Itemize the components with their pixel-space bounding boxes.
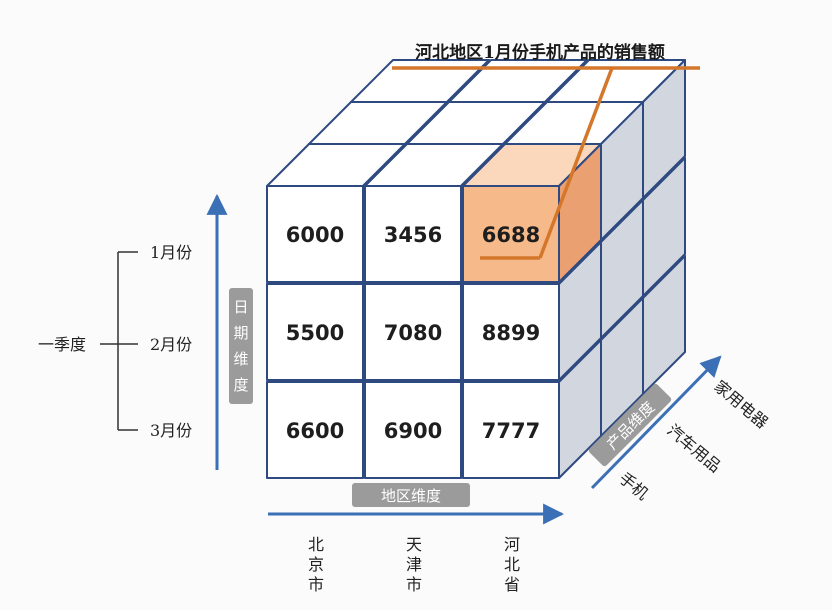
- city-1-char-2: 京: [308, 555, 324, 574]
- city-1-char-1: 北: [308, 535, 324, 554]
- cube-value-r0-c1: 3456: [384, 223, 442, 247]
- cube-d0-r2-c1-front: [364, 381, 462, 479]
- cube-d0-r1-c0-front: [266, 283, 364, 381]
- date-axis-badge-bg: [229, 288, 253, 404]
- date-axis-label-4: 度: [233, 376, 248, 394]
- cube-d0-r2-c0-front: [266, 381, 364, 479]
- city-3-char-3: 省: [504, 575, 520, 594]
- callout-text: 河北地区1月份手机产品的销售额: [415, 42, 665, 63]
- cube-value-r1-c0: 5500: [286, 321, 344, 345]
- product-label-2: 汽车用品: [663, 421, 724, 477]
- date-axis-badge: 日 期 维 度: [229, 288, 253, 404]
- city-2-char-2: 津: [406, 555, 422, 574]
- product-label-1: 手机: [615, 469, 652, 504]
- cube-value-r1-c1: 7080: [384, 321, 442, 345]
- quarter-label: 一季度: [38, 335, 86, 354]
- city-2-char-3: 市: [406, 575, 422, 594]
- date-axis-label-2: 期: [233, 324, 248, 342]
- month-label-1: 1月份: [150, 243, 192, 262]
- cube-d0-r0-c1-front: [364, 185, 462, 283]
- region-axis-label: 地区维度: [381, 487, 441, 505]
- city-2-char-1: 天: [406, 535, 422, 554]
- quarter-bracket: [100, 251, 138, 431]
- date-axis-label-3: 维: [233, 350, 248, 368]
- cube-value-r2-c2: 7777: [482, 419, 540, 443]
- date-axis-label-1: 日: [233, 298, 248, 316]
- month-label-3: 3月份: [150, 421, 192, 440]
- month-label-2: 2月份: [150, 335, 192, 354]
- product-axis-badge-bg: [588, 383, 672, 467]
- cube-d0-r1-c2-front: [462, 283, 560, 381]
- cube-value-r1-c2: 8899: [482, 321, 540, 345]
- region-axis-badge: 地区维度: [352, 483, 470, 507]
- region-axis-badge-bg: [352, 483, 470, 507]
- city-3-char-1: 河: [504, 535, 520, 554]
- city-labels: 北 京 市 天 津 市 河 北 省: [308, 535, 520, 594]
- city-3-char-2: 北: [504, 555, 520, 574]
- cube-value-r0-c0: 6000: [286, 223, 344, 247]
- cube-d0-r1-c1-front: [364, 283, 462, 381]
- callout-leader-line: [538, 67, 614, 259]
- cube-d0-r2-c2-front: [462, 381, 560, 479]
- cube-d0-r0-c0-front: [266, 185, 364, 283]
- cube-grid: 6600 6900 7777 5500 7080 8899 6000 3456 6688: [266, 59, 686, 479]
- cube-value-r2-c1: 6900: [384, 419, 442, 443]
- cube-value-r2-c0: 6600: [286, 419, 344, 443]
- cube-value-r0-c2: 6688: [482, 223, 540, 247]
- product-axis-arrow: [590, 355, 722, 490]
- city-1-char-3: 市: [308, 575, 324, 594]
- product-label-3: 家用电器: [710, 377, 771, 433]
- callout: 河北地区1月份手机产品的销售额: [392, 42, 700, 260]
